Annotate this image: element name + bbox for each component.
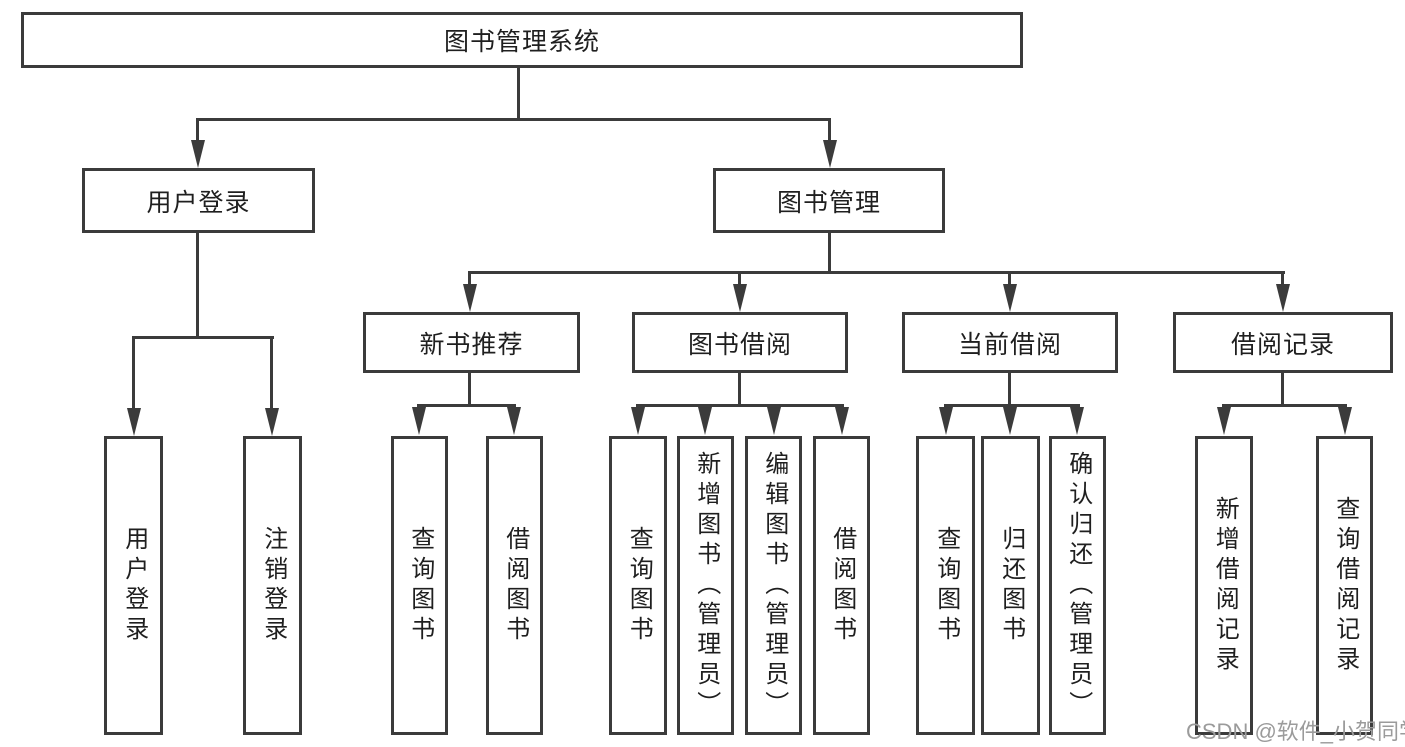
connector-line [132,336,135,412]
leaf-return-book-label: 归还图书 [997,525,1025,646]
leaf-add-book-admin: 新增图书（管理员） [677,436,734,735]
leaf-confirm-return-admin-label: 确认归还（管理员） [1064,450,1092,721]
connector-line [132,336,274,339]
leaf-return-book: 归还图书 [981,436,1040,735]
connector-line [468,271,471,289]
node-current-borrow: 当前借阅 [902,312,1118,373]
connector-line [738,373,741,407]
connector-line [196,118,831,121]
connector-line [1281,373,1284,407]
leaf-edit-book-admin-label: 编辑图书（管理员） [760,450,788,721]
arrowhead-down-icon [631,407,645,435]
watermark: CSDN @软件_小贺同学 [1186,719,1405,744]
connector-line [636,404,844,407]
node-borrow-records: 借阅记录 [1173,312,1393,373]
leaf-borrow-book-recommend-label: 借阅图书 [501,525,529,646]
arrowhead-down-icon [939,407,953,435]
connector-line [196,233,199,338]
leaf-logout-label: 注销登录 [259,525,287,646]
arrowhead-down-icon [1217,407,1231,435]
arrowhead-down-icon [1003,407,1017,435]
node-user-login: 用户登录 [82,168,315,233]
leaf-borrow-book-label: 借阅图书 [828,525,856,646]
leaf-edit-book-admin: 编辑图书（管理员） [745,436,802,735]
arrowhead-down-icon [1338,407,1352,435]
leaf-user-login-label: 用户登录 [120,525,148,646]
leaf-query-book-current: 查询图书 [916,436,975,735]
arrowhead-down-icon [507,407,521,435]
leaf-borrow-book-recommend: 借阅图书 [486,436,543,735]
leaf-query-borrow-record-label: 查询借阅记录 [1331,495,1359,676]
leaf-borrow-book: 借阅图书 [813,436,870,735]
leaf-query-book-recommend-label: 查询图书 [406,525,434,646]
arrowhead-down-icon [733,284,747,312]
connector-line [828,233,831,274]
arrowhead-down-icon [412,407,426,435]
connector-line [1222,404,1347,407]
arrowhead-down-icon [1070,407,1084,435]
connector-line [417,404,516,407]
leaf-query-book-borrow-label: 查询图书 [625,525,653,646]
arrowhead-down-icon [698,407,712,435]
connector-line [1281,271,1284,289]
leaf-confirm-return-admin: 确认归还（管理员） [1049,436,1106,735]
connector-line [468,271,1285,274]
leaf-query-book-current-label: 查询图书 [932,525,960,646]
connector-line [828,118,831,146]
leaf-query-book-recommend: 查询图书 [391,436,448,735]
leaf-add-book-admin-label: 新增图书（管理员） [692,450,720,721]
connector-line [270,336,273,412]
leaf-query-book-borrow: 查询图书 [609,436,667,735]
node-book-management: 图书管理 [713,168,945,233]
connector-line [517,68,520,120]
leaf-logout: 注销登录 [243,436,302,735]
node-book-borrow: 图书借阅 [632,312,848,373]
arrowhead-down-icon [823,140,837,168]
leaf-query-borrow-record: 查询借阅记录 [1316,436,1373,735]
connector-line [468,373,471,407]
arrowhead-down-icon [835,407,849,435]
arrowhead-down-icon [1003,284,1017,312]
connector-line [738,271,741,289]
leaf-user-login: 用户登录 [104,436,163,735]
arrowhead-down-icon [127,408,141,436]
arrowhead-down-icon [191,140,205,168]
connector-line [1008,373,1011,407]
arrowhead-down-icon [1276,284,1290,312]
leaf-add-borrow-record: 新增借阅记录 [1195,436,1253,735]
connector-line [944,404,1080,407]
node-new-book-recommend: 新书推荐 [363,312,580,373]
arrowhead-down-icon [265,408,279,436]
connector-line [196,118,199,146]
arrowhead-down-icon [767,407,781,435]
connector-line [1008,271,1011,289]
node-root: 图书管理系统 [21,12,1023,68]
arrowhead-down-icon [463,284,477,312]
leaf-add-borrow-record-label: 新增借阅记录 [1211,495,1239,676]
